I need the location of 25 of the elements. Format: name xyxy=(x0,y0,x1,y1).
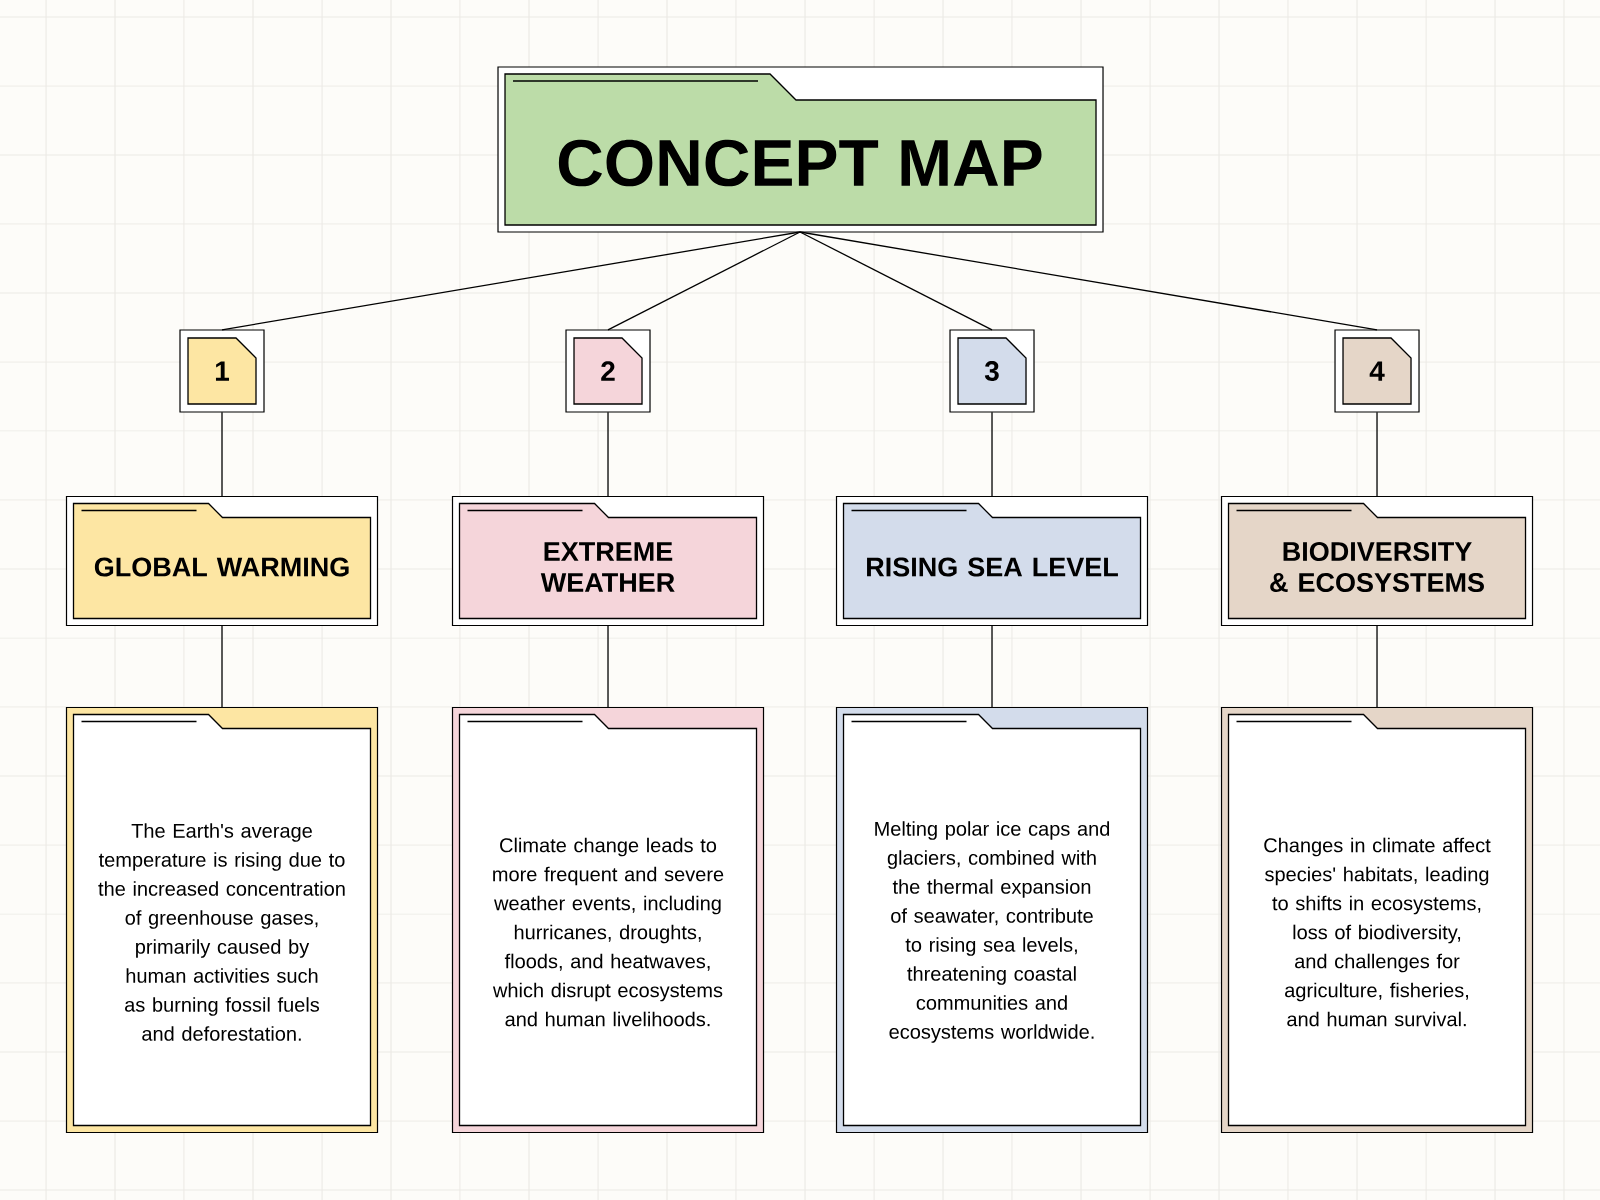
connector-line xyxy=(799,231,1378,331)
heading-box: GLOBAL WARMING xyxy=(65,495,379,627)
connector-line xyxy=(1376,411,1378,497)
number-box: 2 xyxy=(565,329,651,413)
connector-line xyxy=(607,625,609,708)
title-box: CONCEPT MAP xyxy=(497,66,1104,233)
connector-line xyxy=(991,625,993,708)
number-box: 4 xyxy=(1334,329,1420,413)
description-box: The Earth's average temperature is rising due to the increased concentration of greenhouse gases, primarily caused by human activities such as burning fossil fuels and deforestation. xyxy=(65,706,379,1134)
description-box: Melting polar ice caps and glaciers, combined with the thermal expansion of seawater, contribute to rising sea levels, threatening coastal communities and ecosystems worldwide. xyxy=(835,706,1149,1134)
connector-line xyxy=(799,231,993,331)
connector-line xyxy=(221,625,223,708)
heading-box: EXTREME WEATHER xyxy=(451,495,765,627)
connector-line xyxy=(991,411,993,497)
heading-box: RISING SEA LEVEL xyxy=(835,495,1149,627)
number-box: 3 xyxy=(949,329,1035,413)
connector-line xyxy=(221,231,801,331)
number-box: 1 xyxy=(179,329,265,413)
connector-line xyxy=(607,411,609,497)
connector-line xyxy=(607,231,801,331)
description-box: Climate change leads to more frequent and severe weather events, including hurricanes, droughts, floods, and heatwaves, which disrupt ecosystems and human livelihoods. xyxy=(451,706,765,1134)
connector-line xyxy=(221,411,223,497)
heading-box: BIODIVERSITY & ECOSYSTEMS xyxy=(1220,495,1534,627)
connector-line xyxy=(1376,625,1378,708)
description-box: Changes in climate affect species' habitats, leading to shifts in ecosystems, loss of biodiversity, and challenges for agriculture, fisheries, and human survival. xyxy=(1220,706,1534,1134)
